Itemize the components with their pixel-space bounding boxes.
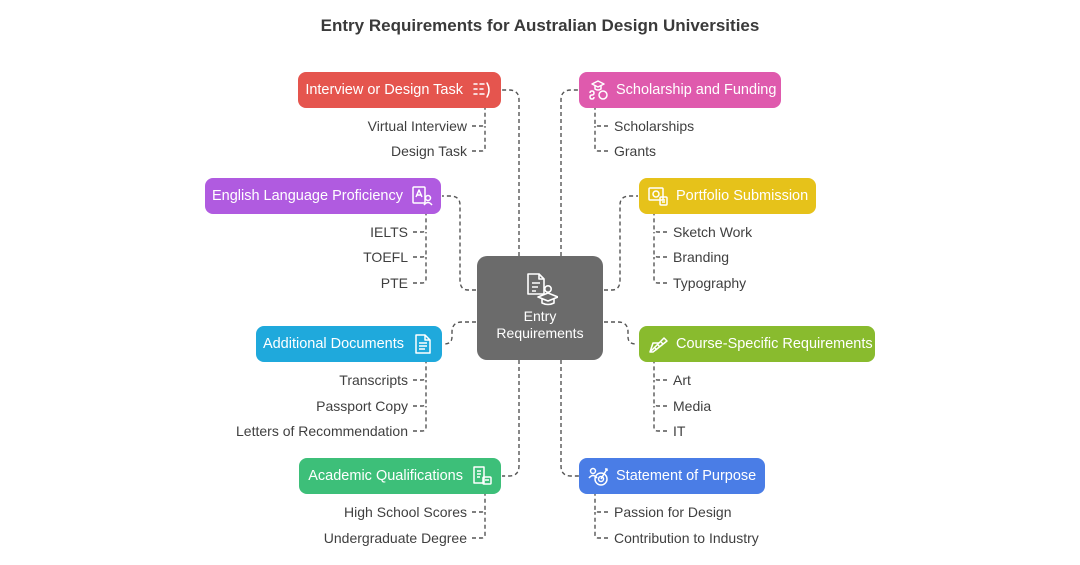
sub-item-art: Art bbox=[673, 372, 691, 388]
branch-label: English Language Proficiency bbox=[211, 188, 403, 204]
branch-additional-documents: Additional Documents bbox=[256, 326, 442, 362]
branch-english-language-proficiency: English Language Proficiency bbox=[205, 178, 441, 214]
sub-item-undergraduate-degree: Undergraduate Degree bbox=[323, 530, 467, 546]
sub-item-pte: PTE bbox=[380, 275, 408, 291]
interview-list-icon bbox=[473, 82, 490, 98]
center-label-line1: Entry bbox=[523, 308, 557, 324]
sub-item-typography: Typography bbox=[673, 275, 747, 291]
sub-item-toefl: TOEFL bbox=[363, 249, 408, 265]
sub-item-design-task: Design Task bbox=[390, 143, 467, 159]
design-tools-icon bbox=[649, 337, 668, 353]
center-label: Entry Requirements bbox=[477, 308, 603, 342]
sub-item-sketch-work: Sketch Work bbox=[673, 224, 753, 240]
scholarship-money-icon bbox=[589, 80, 608, 100]
branch-label: Interview or Design Task bbox=[305, 82, 463, 98]
branch-portfolio-submission: Portfolio Submission bbox=[639, 178, 816, 214]
branch-label: Additional Documents bbox=[262, 336, 404, 352]
center-node: Entry Requirements bbox=[477, 256, 603, 360]
sub-item-media: Media bbox=[673, 398, 712, 414]
branch-label: Statement of Purpose bbox=[616, 468, 757, 484]
certificate-icon bbox=[473, 466, 492, 485]
sub-item-passport-copy: Passport Copy bbox=[316, 398, 408, 414]
diagram-title: Entry Requirements for Australian Design… bbox=[320, 16, 760, 35]
branch-academic-qualifications: Academic Qualifications bbox=[299, 458, 501, 494]
sub-item-ielts: IELTS bbox=[370, 224, 408, 240]
sub-item-scholarships: Scholarships bbox=[614, 118, 695, 134]
sub-item-contribution-to-industry: Contribution to Industry bbox=[614, 530, 759, 546]
portfolio-icon bbox=[648, 187, 668, 206]
branch-interview-or-design-task: Interview or Design Task bbox=[298, 72, 501, 108]
branch-scholarship-and-funding: Scholarship and Funding bbox=[579, 72, 781, 108]
branch-label: Academic Qualifications bbox=[308, 468, 463, 484]
document-icon bbox=[415, 334, 431, 354]
sub-item-high-school-scores: High School Scores bbox=[344, 504, 467, 520]
sub-item-branding: Branding bbox=[673, 249, 730, 265]
sub-item-letters-of-recommendation: Letters of Recommendation bbox=[236, 423, 408, 439]
language-test-icon bbox=[412, 186, 433, 206]
branch-label: Course-Specific Requirements bbox=[676, 336, 873, 352]
documents-graduate-icon bbox=[527, 273, 558, 306]
sub-item-passion-for-design: Passion for Design bbox=[614, 504, 732, 520]
sub-item-grants: Grants bbox=[614, 143, 657, 159]
sub-item-it: IT bbox=[673, 423, 686, 439]
goal-target-icon bbox=[588, 467, 608, 486]
sub-item-virtual-interview: Virtual Interview bbox=[367, 118, 467, 134]
branch-course-specific-requirements: Course-Specific Requirements bbox=[639, 326, 875, 362]
branch-label: Portfolio Submission bbox=[676, 188, 809, 204]
center-label-line2: Requirements bbox=[496, 325, 584, 341]
branch-statement-of-purpose: Statement of Purpose bbox=[579, 458, 765, 494]
branch-label: Scholarship and Funding bbox=[616, 82, 777, 98]
sub-item-transcripts: Transcripts bbox=[339, 372, 408, 388]
